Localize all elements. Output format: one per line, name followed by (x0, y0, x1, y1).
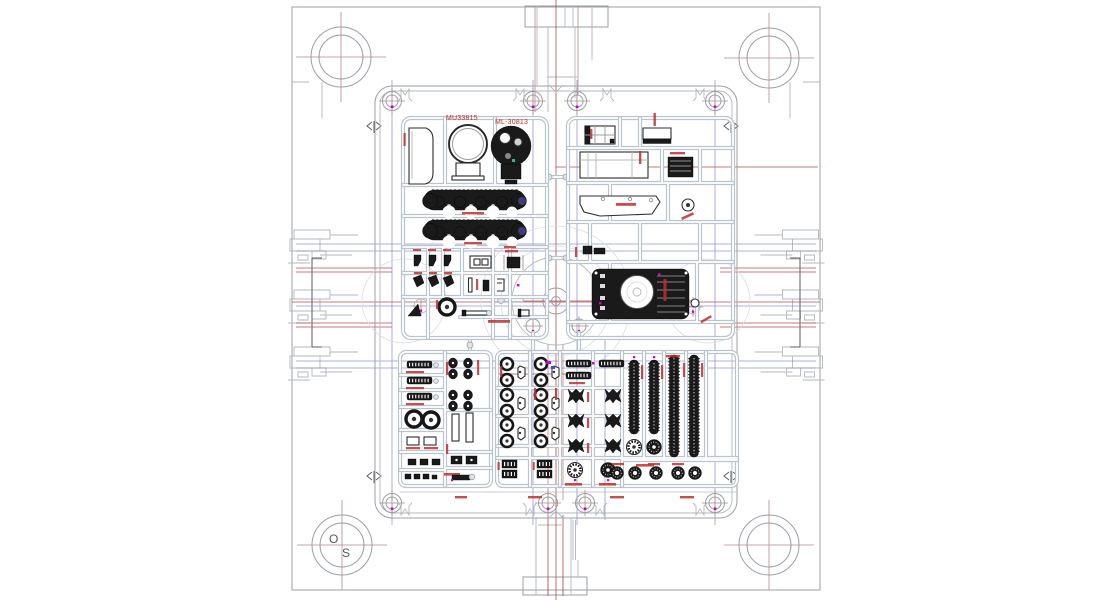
part-engine-deck (667, 152, 694, 178)
part-wheel-cap (681, 198, 695, 220)
part-turret-ring (448, 124, 488, 181)
part-ball (690, 298, 700, 308)
part-hull-side (579, 195, 661, 217)
part-road-wheel (404, 409, 424, 429)
part-channel (642, 113, 672, 144)
part-track-link-strip (597, 358, 626, 369)
part-road-wheel-dark (610, 466, 624, 480)
guide-bushing-bottom-right (723, 499, 815, 591)
guide-bushing-top-right (723, 12, 815, 104)
part-road-wheel-dark (649, 466, 663, 480)
datum-letter-o: O (329, 532, 338, 546)
datum-letter-s: S (342, 546, 350, 560)
part-wheel-arm-unit (501, 358, 525, 386)
section-marker (366, 120, 382, 134)
part-road-wheel-dark (628, 466, 642, 480)
clamp-left-2 (287, 289, 359, 324)
plate-screw (563, 87, 591, 115)
clamp-left-3 (287, 346, 359, 381)
part-plank (451, 413, 460, 442)
side-lock-blocks (311, 257, 801, 348)
part-hull-box (584, 125, 616, 145)
part-track-length (628, 358, 640, 436)
part-turret-top (490, 125, 532, 185)
part-track-length (668, 353, 680, 459)
part-road-wheel (437, 297, 457, 317)
small-parts-rows (407, 246, 530, 323)
part-track-length (688, 353, 700, 459)
part-small-cluster (575, 245, 606, 257)
clamp-left-1 (287, 229, 359, 264)
clamp-right-1 (754, 229, 825, 264)
part-lower-hull (591, 268, 690, 320)
top-latch (524, 5, 609, 112)
part-plank (465, 412, 474, 443)
part-idler-arm (567, 438, 585, 454)
centerlines (292, 0, 820, 600)
part-track-length (648, 358, 660, 436)
part-track-link-strip (405, 359, 434, 370)
plate-screw (571, 489, 599, 517)
runner-labels (455, 496, 694, 499)
part-track-link-strip (564, 358, 593, 369)
part-road-wheel-dark (671, 466, 685, 480)
inner-cavity-plate (374, 84, 738, 519)
bottom-latch (522, 503, 588, 596)
sprue-label-right: ML-30813 (495, 119, 528, 126)
part-barrel (451, 474, 471, 481)
part-idler-arm (567, 388, 585, 404)
sprue-frame-upper-right (565, 113, 736, 341)
guide-bushing-bottom-left (296, 499, 388, 591)
plate-corner-details (292, 81, 820, 118)
part-wheel-arm-unit (535, 419, 559, 447)
part-wheel-arm-unit (501, 389, 525, 417)
part-idler-arm (604, 438, 622, 454)
part-track-link-strip (405, 391, 434, 402)
part-hull-roof (579, 151, 649, 179)
part-turret-shell (403, 127, 434, 185)
part-idler-arm (604, 388, 622, 404)
part-track-link-strip (564, 370, 593, 381)
sprue-frame-lower-right (494, 349, 740, 489)
clamp-right-3 (754, 346, 825, 381)
part-road-wheel-dark (688, 466, 702, 480)
side-clamps (287, 229, 825, 381)
part-sprocket (646, 439, 662, 455)
part-track-link-strip (405, 375, 434, 386)
part-sprocket (566, 461, 584, 479)
guide-bushing-top-left (295, 11, 387, 103)
part-sprocket (625, 438, 643, 456)
clamp-right-2 (754, 289, 825, 324)
part-wheel-arm-unit (501, 419, 525, 447)
sprue-frame-upper-left: MU33815 ML-30813 (400, 115, 550, 341)
sprue-label-left: MU33815 (446, 115, 478, 122)
section-marker (366, 470, 382, 484)
sprue-frame-lower-left (397, 349, 494, 489)
part-road-wheel (421, 410, 441, 430)
